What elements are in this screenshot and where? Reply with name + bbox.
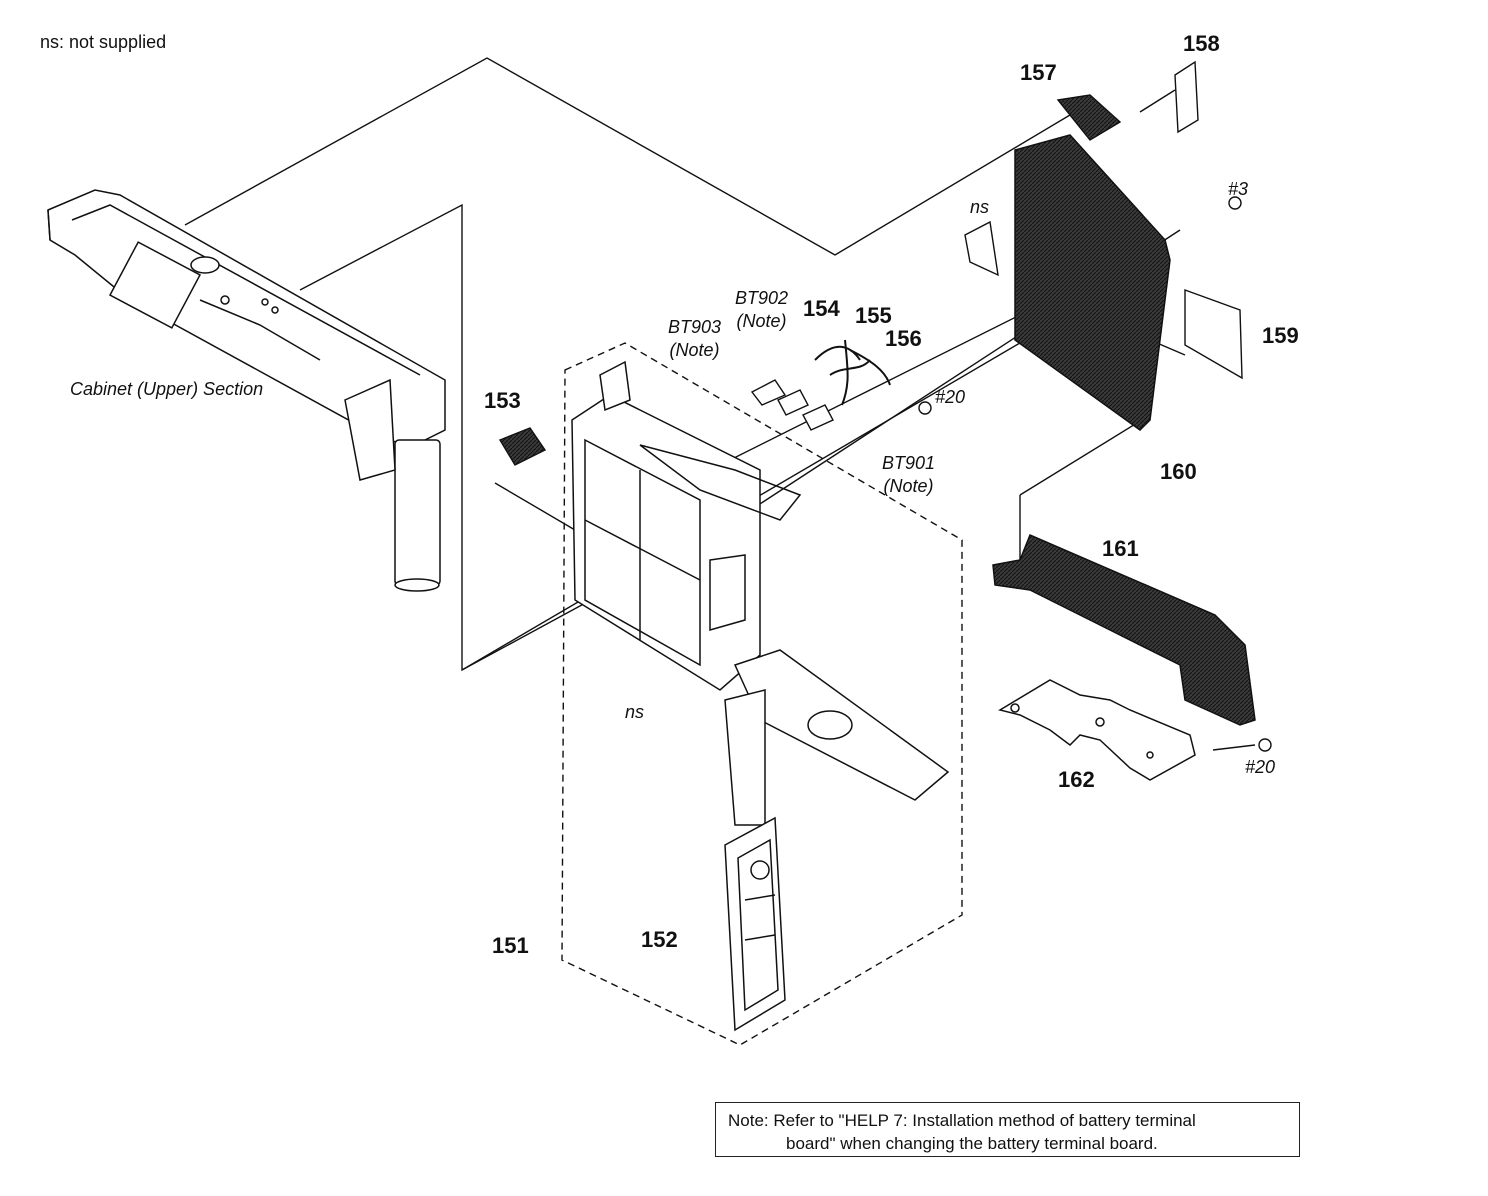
legend-ns-not-supplied: ns: not supplied	[40, 32, 167, 52]
note-line-1: Note: Refer to "HELP 7: Installation met…	[728, 1111, 1196, 1130]
part-162	[998, 679, 1196, 781]
label-ns-frame: ns	[625, 702, 645, 722]
cabinet-upper-section	[47, 189, 446, 592]
label-154: 154	[803, 296, 840, 321]
note-line-2: board" when changing the battery termina…	[786, 1134, 1158, 1153]
assembly-151-outline	[561, 342, 963, 1046]
label-162: 162	[1058, 767, 1095, 792]
label-ns-sheet: ns	[970, 197, 990, 217]
part-153	[498, 427, 547, 466]
label-157: 157	[1020, 60, 1057, 85]
label-153: 153	[484, 388, 521, 413]
label-bt901: BT901(Note)	[882, 453, 936, 496]
label-159: 159	[1262, 323, 1299, 348]
part-152	[724, 816, 786, 1032]
part-160	[1014, 134, 1171, 431]
label-160: 160	[1160, 459, 1197, 484]
part-159	[1184, 289, 1243, 380]
part-161	[992, 534, 1256, 726]
battery-terminals	[750, 379, 834, 431]
installation-note: Note: Refer to "HELP 7: Installation met…	[715, 1102, 1300, 1157]
part-ns-sheet	[964, 220, 999, 277]
label-screw-20-top: #20	[935, 387, 966, 407]
label-156: 156	[885, 326, 922, 351]
label-155: 155	[855, 303, 892, 328]
wires-154-156	[814, 339, 891, 406]
part-158	[1174, 60, 1199, 134]
label-158: 158	[1183, 31, 1220, 56]
label-161: 161	[1102, 536, 1139, 561]
part-157	[1056, 94, 1122, 141]
label-bt903: BT903(Note)	[668, 317, 722, 360]
label-151: 151	[492, 933, 529, 958]
label-bt902: BT902(Note)	[735, 288, 789, 331]
screws	[918, 196, 1272, 752]
label-screw-20-bottom: #20	[1245, 757, 1276, 777]
frame-ns	[571, 360, 950, 826]
label-screw-3: #3	[1228, 179, 1249, 199]
label-cabinet-upper-section: Cabinet (Upper) Section	[70, 379, 264, 399]
label-152: 152	[641, 927, 678, 952]
